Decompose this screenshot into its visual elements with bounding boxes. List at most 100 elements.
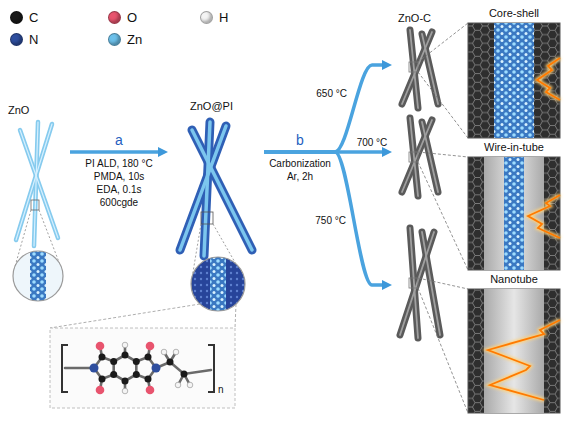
zoom-leader (418, 278, 468, 289)
zoom-leader (418, 152, 468, 157)
annotation: EDA, 0.1s (96, 184, 141, 196)
polyimide-structure (90, 364, 161, 373)
nanotube-view (468, 289, 560, 413)
polyimide-structure (173, 349, 179, 355)
polyimide-structure (133, 358, 140, 365)
core-shell-view (537, 58, 560, 100)
carbon-nanowire (422, 232, 440, 335)
zoom-leader (418, 162, 468, 270)
carbon-nanowire (400, 30, 440, 338)
polyimide-structure (96, 342, 155, 395)
wire-in-tube-view (468, 157, 560, 270)
polyimide-structure (146, 342, 155, 351)
nanowire-group: ZnO@PI (168, 100, 264, 312)
legend-label: N (29, 32, 38, 48)
polyimide-structure (99, 352, 188, 385)
temperature-label: 750 °C (315, 215, 346, 227)
carbon-nanowire (410, 118, 418, 196)
atom-swatch (108, 33, 121, 46)
carbon-nanowire (422, 232, 440, 335)
zoom-circle (13, 251, 63, 301)
carbon-nanowire (400, 30, 440, 338)
polyimide-structure (114, 355, 137, 381)
node-label: Core-shell (468, 7, 560, 20)
annotation: ZnO-C (398, 12, 431, 25)
node-label: Wire-in-tube (468, 141, 560, 154)
zno-nanowire (34, 122, 38, 246)
wire-in-tube-view (484, 157, 544, 270)
zoom-leader (409, 62, 418, 72)
carbon-nanowire (400, 232, 434, 335)
legend-entry: O (108, 10, 137, 26)
polyimide-structure (94, 357, 114, 379)
polyimide-structure (164, 352, 190, 385)
carbon-nanowire (410, 228, 418, 338)
zoom-circle (30, 248, 46, 304)
polyimide-structure (99, 376, 106, 383)
carbon-nanowire (402, 120, 432, 192)
zoom-circle (30, 248, 46, 304)
carbon-nanowire (422, 122, 438, 192)
nanotube-view (468, 289, 560, 413)
zoom-circle (192, 224, 201, 278)
polyimide-structure (152, 364, 161, 373)
zoom-circle (188, 254, 248, 314)
carbon-nanowire (410, 228, 418, 338)
annotation: 600cgde (100, 197, 138, 209)
zoom-circle (235, 304, 236, 328)
polyimide-structure (65, 362, 211, 374)
annotation: PI ALD, 180 °C (85, 158, 152, 170)
carbon-nanowire (422, 34, 438, 104)
polyimide-structure (122, 378, 129, 385)
nanotube-view (488, 320, 560, 400)
temperature-label: 650 °C (316, 88, 347, 100)
carbon-nanowire (422, 122, 438, 192)
zoom-circle (191, 257, 245, 311)
zoom-leader (418, 23, 468, 62)
polyimide-structure (122, 342, 128, 348)
process-arrow (264, 152, 388, 285)
polyimide-structure (65, 345, 211, 391)
legend-entry: C (10, 10, 38, 26)
annotation: n (218, 384, 224, 396)
zno-nanowire (20, 130, 58, 238)
step-letter: b (296, 133, 304, 147)
polyimide-structure (100, 346, 150, 390)
nanowire-group: ZnO (4, 104, 70, 304)
carbon-nanowire (422, 34, 438, 104)
carbon-nanowire (402, 32, 432, 104)
annotation: PMDA, 10s (94, 171, 145, 183)
legend-label: Zn (127, 32, 142, 48)
zoom-circle (14, 210, 31, 270)
zoom-circle (13, 251, 63, 301)
polyimide-structure (50, 328, 235, 408)
zoom-circle (213, 224, 244, 278)
zoom-circle (188, 254, 248, 314)
polyimide-structure (122, 342, 193, 394)
core-shell-view (468, 23, 560, 138)
nanotube-view (488, 320, 560, 400)
polyimide-structure (62, 345, 68, 392)
wire-in-tube-view (528, 195, 560, 238)
zoom-circle (39, 210, 62, 270)
legend-label: H (219, 10, 228, 26)
zoom-circle (31, 200, 39, 210)
atom-swatch (10, 11, 23, 24)
coated-nanowire (180, 122, 252, 256)
polyimide-structure (167, 359, 174, 366)
legend-entry: H (200, 10, 228, 26)
polyimide-structure (133, 371, 140, 378)
polyimide-structure (175, 382, 181, 388)
polyimide-structure (99, 354, 106, 361)
step-letter: a (115, 133, 123, 147)
polyimide-structure (124, 345, 127, 391)
zoom-leader (409, 152, 418, 162)
structure-panel: Wire-in-tube (392, 140, 564, 272)
coated-nanowire (192, 130, 252, 250)
coated-nanowire (204, 122, 210, 256)
node-label: ZnO@PI (190, 100, 264, 113)
polyimide-structure (50, 328, 235, 408)
zoom-circle (210, 254, 226, 314)
